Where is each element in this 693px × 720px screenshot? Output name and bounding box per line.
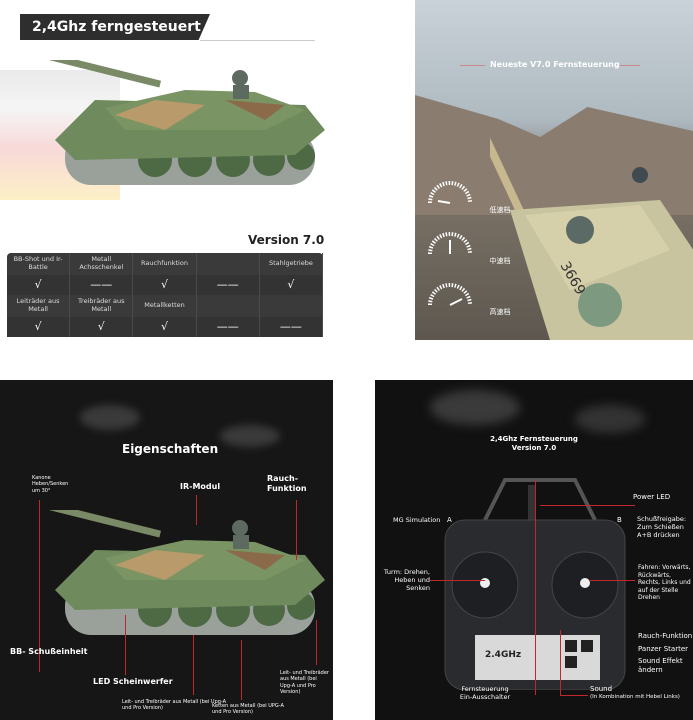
label-turm: Turm: Drehen, Heben und Senken (383, 568, 430, 593)
dash-icon: —— (196, 275, 260, 295)
heading-line-right (620, 65, 640, 66)
dash-icon: —— (196, 317, 260, 337)
label-schussfreigabe: Schußfreigabe: Zum Schießen A+B drücken (637, 515, 687, 540)
label-ir-modul: IR-Modul (180, 482, 221, 491)
label-ein-ausschalter: Fernsteuerung Ein-Ausschalter (459, 685, 511, 702)
gauge-low-speed: 低速档 (425, 175, 511, 215)
label-bb: BB- Schußeinheit (10, 647, 88, 656)
feature-label (260, 295, 323, 317)
tank-image: 3669 (490, 109, 693, 340)
label-sound-effekt: Sound Effekt ändern (638, 657, 683, 674)
label-panzer-starter: Panzer Starter (638, 645, 689, 653)
dash-icon: —— (70, 275, 134, 295)
feature-label: BB-Shot und Ir-Battle (7, 253, 71, 275)
smoke-cloud (220, 425, 280, 447)
check-icon: √ (70, 317, 134, 337)
label-rauch-funktion: Rauch-Funktion (638, 632, 693, 640)
check-icon: √ (133, 275, 197, 295)
heading: Eigenschaften (122, 442, 219, 456)
product-panel-overview: 2,4Ghz ferngesteuert Version 7.0 BB-Shot… (0, 0, 330, 340)
check-icon: √ (7, 317, 71, 337)
label-raeder-2: Leit- und Treibräder aus Metall (bei Upg… (280, 670, 329, 695)
label-raeder: Leit- und Treibräder aus Metall (bei Upg… (122, 699, 227, 712)
feature-label (197, 295, 260, 317)
title-divider (200, 40, 315, 41)
smoke-cloud (575, 405, 645, 433)
tank-image (13, 60, 325, 186)
feature-label: Treibräder aus Metall (70, 295, 134, 317)
product-panel-remote: 2,4Ghz Fernsteuerung Version 7.0 2.4GHz … (375, 380, 693, 720)
feature-label: Metallketten (133, 295, 197, 317)
tank-image (13, 510, 325, 635)
label-ketten: Ketten aus Metall (bei UPG-A und Pro Ver… (212, 703, 284, 716)
label-kanone: Kanone Heben/Senken um 30° (32, 475, 69, 494)
dash-icon: —— (259, 317, 323, 337)
label-power-led: Power LED (633, 493, 671, 501)
title-banner: 2,4Ghz ferngesteuert (20, 14, 210, 40)
product-panel-features: Eigenschaften Kanone Heben/Senken um 30°… (0, 380, 333, 720)
feature-label: Leiträder aus Metall (7, 295, 71, 317)
heading: 2,4Ghz Fernsteuerung (490, 435, 578, 443)
version-label: Version 7.0 (248, 233, 325, 247)
feature-label: Metall Achsschenkel (70, 253, 134, 275)
panel-label: 2.4GHz (485, 650, 521, 660)
feature-label: Stahlgetriebe (260, 253, 323, 275)
heading: Neueste V7.0 Fernsteuerung (490, 60, 620, 69)
feature-label (197, 253, 260, 275)
heading-line-left (460, 65, 485, 66)
label-sound: Sound (590, 685, 613, 693)
gauge-mid-speed: 中速档 (425, 226, 511, 266)
check-icon: √ (7, 275, 71, 295)
label-a: A (447, 516, 452, 524)
check-icon: √ (133, 317, 197, 337)
feature-label: Rauchfunktion (133, 253, 197, 275)
label-rauch: Rauch-Funktion (267, 474, 307, 493)
product-panel-remote-speed: Neueste V7.0 Fernsteuerung 3669 低速档 中速档 … (415, 0, 693, 340)
label-led: LED Scheinwerfer (93, 677, 173, 686)
label-fahren: Fahren: Vorwärts, Rückwärts, Rechts, Lin… (638, 564, 691, 601)
label-mg-simulation: MG Simulation (393, 516, 441, 524)
subheading: Version 7.0 (511, 444, 557, 452)
label-sound-note: (In Kombination mit Hebel Links) (590, 694, 680, 700)
check-icon: √ (259, 275, 323, 295)
smoke-cloud (430, 390, 520, 425)
smoke-cloud (80, 405, 140, 430)
gauge-high-speed: 高速档 (425, 277, 511, 317)
label-b: B (617, 516, 622, 524)
